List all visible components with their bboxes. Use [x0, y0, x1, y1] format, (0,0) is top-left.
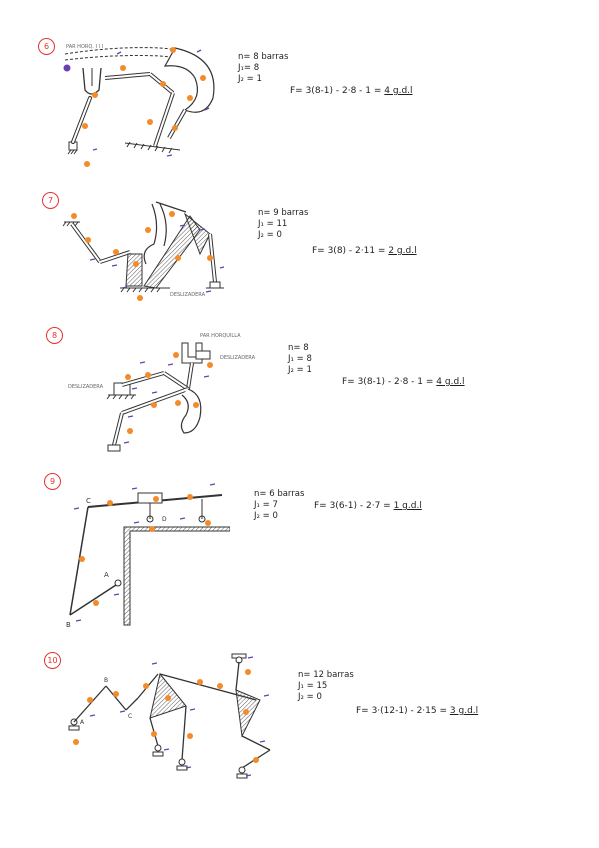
note-bars: n= 9 barras	[258, 208, 309, 218]
note-j2: J₂ = 0	[258, 230, 282, 240]
note-j2: J₂ = 1	[238, 74, 262, 84]
formula-7: F= 3(8) - 2·11 = 2 g.d.l	[312, 246, 417, 256]
note-bars: n= 8	[288, 343, 309, 353]
note-j1: J₁= 8	[238, 63, 260, 73]
mechanism-diagram-9: C D A B	[66, 483, 230, 629]
formula-expression: F= 3(8-1) - 2·8 - 1 =	[290, 86, 382, 96]
slider-label: DESLIZADERA	[170, 292, 205, 298]
svg-text:B: B	[104, 677, 108, 684]
problem-8: 8	[0, 315, 599, 465]
formula-8: F= 3(8-1) - 2·8 - 1 = 4 g.d.l	[342, 377, 465, 387]
formula-6: F= 3(8-1) - 2·8 - 1 = 4 g.d.l	[290, 86, 413, 96]
svg-text:A: A	[104, 571, 109, 579]
note-j1: J₁ = 11	[258, 219, 288, 229]
notes-7: n= 9 barras J₁ = 11 J₂ = 0	[258, 208, 308, 241]
problem-number: 9	[44, 473, 61, 490]
problem-number: 7	[42, 192, 59, 209]
formula-expression: F= 3·(12-1) - 2·15 =	[356, 706, 448, 716]
pair-label: PAR HORQ. I I I	[66, 44, 104, 50]
note-bars: n= 12 barras	[298, 670, 354, 680]
formula-expression: F= 3(6-1) - 2·7 =	[314, 501, 391, 511]
notes-6: n= 8 barras J₁= 8 J₂ = 1	[238, 52, 288, 85]
svg-text:C: C	[86, 497, 91, 505]
notes-9: n= 6 barras J₁ = 7 J₂ = 0	[254, 489, 304, 522]
problem-7: 7	[0, 180, 599, 315]
formula-result: 4 g.d.l	[436, 377, 465, 387]
problem-number: 6	[38, 38, 55, 55]
svg-text:D: D	[162, 516, 167, 523]
note-j1: J₁ = 15	[298, 681, 328, 691]
formula-result: 2 g.d.l	[388, 246, 417, 256]
notes-8: n= 8 J₁ = 8 J₂ = 1	[288, 343, 312, 376]
formula-result: 4 g.d.l	[384, 86, 413, 96]
note-j2: J₂ = 1	[288, 365, 312, 375]
formula-9: F= 3(6-1) - 2·7 = 1 g.d.l	[314, 501, 422, 511]
note-bars: n= 8 barras	[238, 52, 289, 62]
slider-right-label: DESLIZADERA	[220, 355, 255, 361]
formula-expression: F= 3(8) - 2·11 =	[312, 246, 386, 256]
slider-left-label: DESLIZADERA	[68, 384, 103, 390]
problem-10: 10 B A C	[0, 640, 599, 800]
note-j1: J₁ = 8	[288, 354, 312, 364]
mechanism-diagram-10: B A C	[68, 653, 271, 779]
fork-label: PAR HORQUILLA	[200, 333, 241, 339]
svg-text:B: B	[66, 621, 71, 629]
formula-expression: F= 3(8-1) - 2·8 - 1 =	[342, 377, 434, 387]
note-j1: J₁ = 7	[254, 500, 278, 510]
mechanism-diagram-7	[62, 201, 225, 301]
formula-10: F= 3·(12-1) - 2·15 = 3 g.d.l	[356, 706, 478, 716]
svg-text:A: A	[80, 719, 85, 726]
note-j2: J₂ = 0	[298, 692, 322, 702]
problem-6: 6	[0, 0, 599, 180]
problem-9: 9 C D A B	[0, 465, 599, 640]
note-j2: J₂ = 0	[254, 511, 278, 521]
mechanism-diagram-8	[106, 342, 213, 452]
svg-text:C: C	[128, 713, 132, 720]
note-bars: n= 6 barras	[254, 489, 305, 499]
problem-number: 10	[44, 652, 61, 669]
mechanism-diagram-6	[63, 47, 215, 167]
problem-number: 8	[46, 327, 63, 344]
formula-result: 1 g.d.l	[393, 501, 422, 511]
formula-result: 3 g.d.l	[449, 706, 479, 716]
notes-10: n= 12 barras J₁ = 15 J₂ = 0	[298, 670, 354, 703]
